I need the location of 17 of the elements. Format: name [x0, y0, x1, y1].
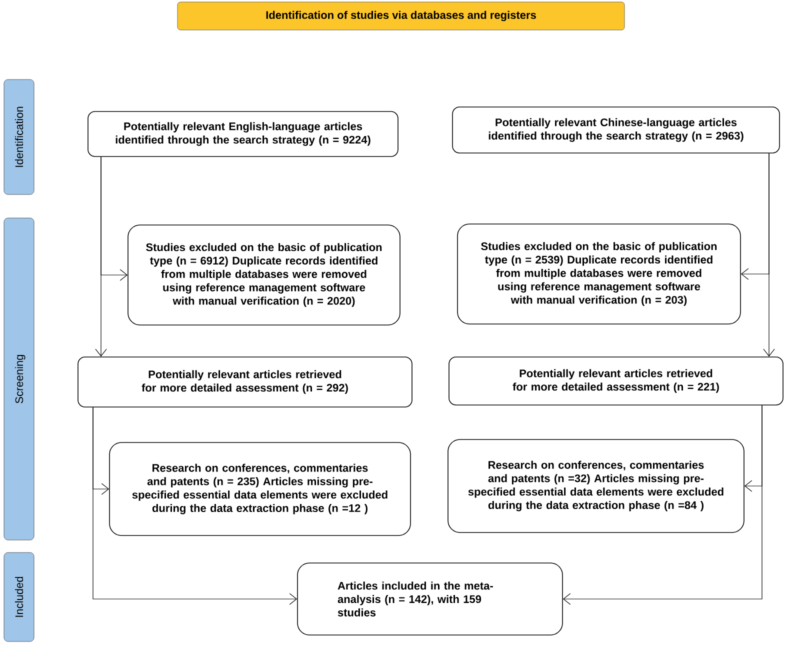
exclusion-box: Research on conferences, commentaries and patents (n =32) Articles missing pre-specified essential data elements were excluded during the data extraction phase (n =84 )	[448, 439, 744, 533]
exclusion-box: Research on conferences, commentaries and patents (n = 235) Articles missing pre-specified essential data elements were excluded during the data extraction phase (n =12 )	[109, 442, 411, 536]
arrow	[92, 407, 298, 605]
stage-band: Identification	[4, 79, 34, 195]
exclusion-box: Studies excluded on the basic of publication type (n = 2539) Duplicate records identified from multiple databases were removed using reference management software with manual verification (n = 203)	[457, 224, 741, 324]
process-box: Potentially relevant articles retrieved for more detailed assessment (n = 292)	[78, 356, 412, 408]
arrow	[95, 156, 107, 357]
arrow	[763, 153, 775, 357]
stage-band: Screening	[4, 218, 34, 540]
process-box: Potentially relevant articles retrieved for more detailed assessment (n = 221)	[448, 356, 784, 406]
process-box: Potentially relevant Chinese-language articles identified through the search strategy (n = 2963)	[452, 106, 780, 154]
result-box: Articles included in the meta-analysis (n = 142), with 159 studies	[297, 562, 563, 636]
title-banner: Identification of studies via databases and registers	[177, 2, 625, 30]
exclusion-box: Studies excluded on the basic of publication type (n = 6912) Duplicate records identified from multiple databases were removed using reference management software with manual verification (n = 2020)	[128, 224, 400, 326]
arrow	[562, 405, 762, 605]
stage-band: Included	[4, 552, 34, 642]
process-box: Potentially relevant English-language articles identified through the search strategy (n = 9224)	[88, 111, 398, 157]
